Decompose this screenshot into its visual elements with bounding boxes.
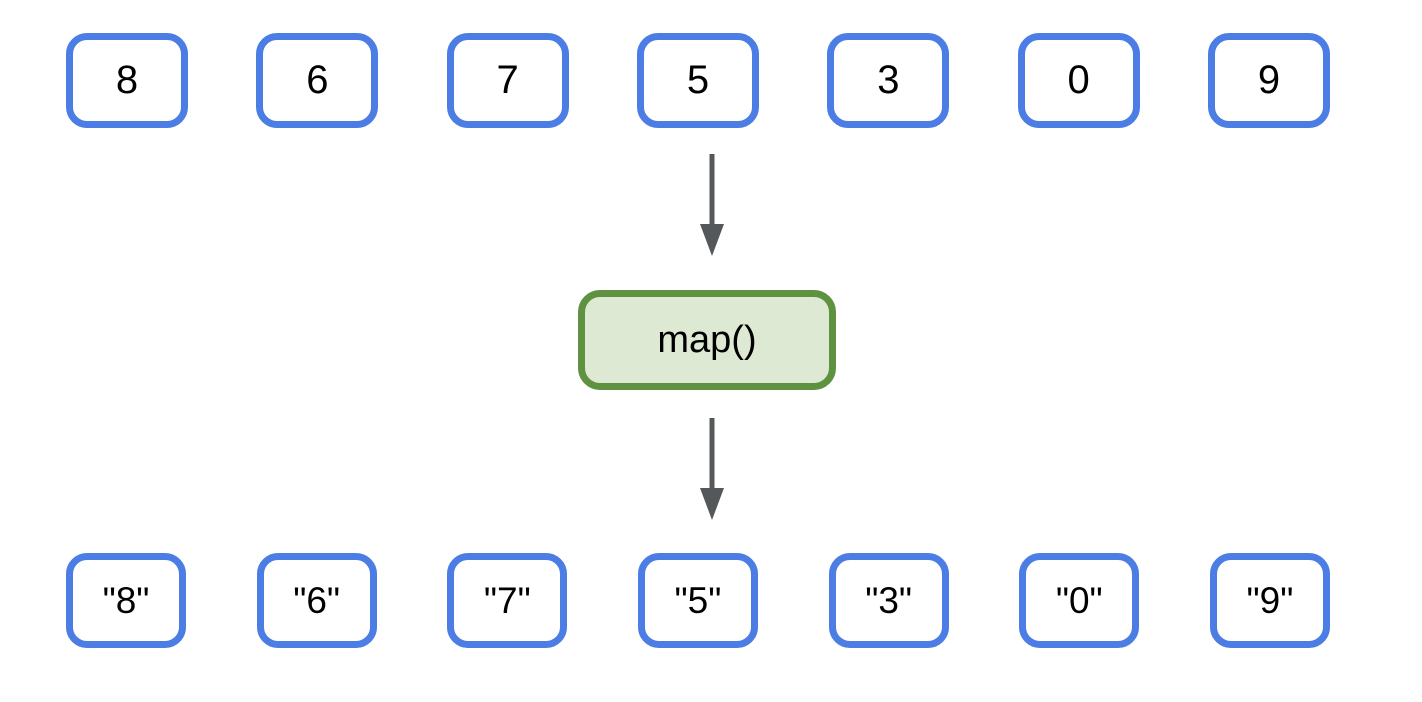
output-box: "0": [1019, 553, 1140, 648]
input-row: 8 6 7 5 3 0 9: [0, 33, 1422, 128]
input-value: 8: [115, 58, 139, 102]
output-box: "6": [256, 553, 377, 648]
map-function-box: map(): [578, 290, 836, 390]
input-value: 7: [496, 58, 519, 102]
input-box: 0: [1017, 33, 1140, 128]
input-value: 3: [877, 58, 900, 102]
down-arrow-icon: [700, 154, 724, 256]
output-box: "8": [66, 553, 186, 648]
input-value: 5: [686, 58, 710, 102]
output-value: "9": [1246, 579, 1294, 621]
output-box: "5": [637, 553, 758, 648]
input-box: 5: [636, 33, 759, 128]
input-value: 0: [1067, 58, 1090, 102]
input-box: 9: [1207, 33, 1330, 128]
output-value: "6": [293, 579, 341, 621]
output-box: "7": [447, 553, 568, 648]
map-function-label: map(): [657, 318, 757, 361]
input-box: 6: [256, 33, 379, 128]
input-box: 8: [66, 33, 188, 128]
output-value: "8": [102, 579, 150, 621]
output-value: "3": [865, 579, 913, 621]
output-value: "7": [483, 579, 531, 621]
input-value: 6: [306, 58, 329, 102]
output-box: "3": [828, 553, 949, 648]
input-box: 3: [827, 33, 950, 128]
output-row: "8" "6" "7" "5" "3" "0" "9": [0, 553, 1422, 648]
input-value: 9: [1257, 58, 1281, 102]
output-value: "5": [674, 579, 722, 621]
output-box: "9": [1209, 553, 1330, 648]
input-box: 7: [446, 33, 569, 128]
output-value: "0": [1055, 579, 1103, 621]
down-arrow-icon: [700, 418, 724, 520]
